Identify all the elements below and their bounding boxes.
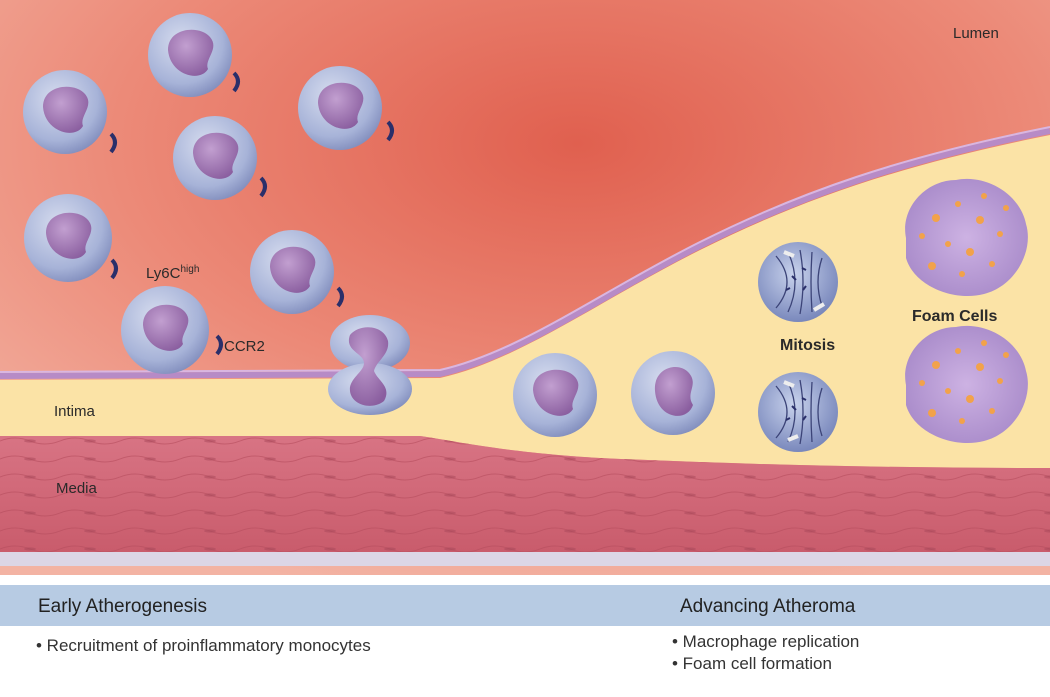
mitosis-cell — [758, 242, 838, 322]
label-ly6c-base: Ly6C — [146, 265, 181, 282]
monocyte — [173, 116, 267, 200]
monocyte — [298, 66, 394, 150]
bullet-advancing-2: • Foam cell formation — [672, 654, 832, 673]
label-foam-cells: Foam Cells — [912, 308, 998, 325]
intimal-monocyte — [631, 351, 715, 435]
monocyte — [121, 286, 223, 374]
monocyte — [24, 194, 118, 282]
foam-cell — [905, 325, 1028, 444]
section-title-advancing: Advancing Atheroma — [680, 596, 856, 617]
monocyte — [148, 13, 240, 97]
bullet-advancing-1: • Macrophage replication — [672, 632, 860, 651]
section-title-early: Early Atherogenesis — [38, 596, 207, 617]
label-intima: Intima — [54, 403, 95, 420]
endothelium-highlight — [0, 126, 1050, 373]
label-ly6c-sup: high — [180, 264, 200, 275]
endothelium — [0, 128, 1050, 379]
label-ly6c: Ly6Chigh — [146, 264, 200, 283]
foam-cell — [905, 178, 1028, 297]
adventitia-strip — [0, 552, 1050, 566]
monocyte — [23, 70, 117, 154]
atherosclerosis-illustration — [0, 0, 1050, 575]
monocyte — [250, 230, 344, 314]
section-header-band: Early Atherogenesis Advancing Atheroma — [0, 585, 1050, 626]
label-lumen: Lumen — [953, 25, 999, 42]
intimal-monocyte — [513, 353, 597, 437]
media-texture — [0, 436, 1050, 552]
label-ccr2: CCR2 — [224, 338, 265, 355]
label-mitosis: Mitosis — [780, 337, 836, 354]
bullet-early-1: • Recruitment of proinflammatory monocyt… — [36, 636, 371, 655]
transmigrating-monocyte — [328, 315, 412, 415]
mitosis-cell — [758, 372, 838, 452]
label-media: Media — [56, 480, 97, 497]
